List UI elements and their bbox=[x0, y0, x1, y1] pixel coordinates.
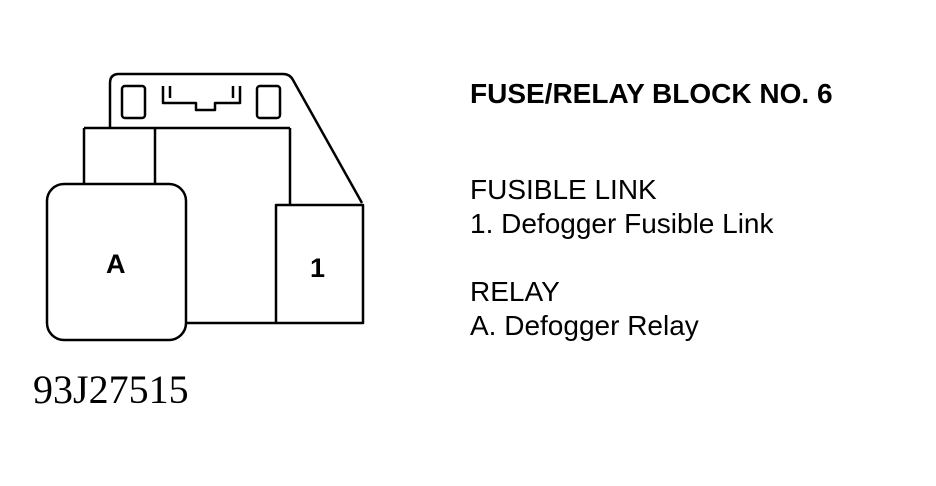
fusible-link-box-label: 1 bbox=[310, 253, 326, 283]
relay-item: A. Defogger Relay bbox=[470, 310, 699, 341]
page-title: FUSE/RELAY BLOCK NO. 6 bbox=[470, 78, 833, 109]
fusible-link-heading: FUSIBLE LINK bbox=[470, 174, 657, 205]
latch-right-slot bbox=[255, 84, 282, 120]
relay-box-label: A bbox=[106, 249, 126, 279]
latch-tab bbox=[161, 86, 242, 112]
fusible-link-box-1 bbox=[274, 203, 365, 325]
relay-heading: RELAY bbox=[470, 276, 560, 307]
latch-left-slot bbox=[120, 84, 147, 120]
fusible-link-item: 1. Defogger Fusible Link bbox=[470, 208, 774, 239]
figure-id: 93J27515 bbox=[33, 367, 189, 412]
block-top-cover bbox=[108, 72, 364, 204]
relay-box-a bbox=[45, 182, 188, 342]
